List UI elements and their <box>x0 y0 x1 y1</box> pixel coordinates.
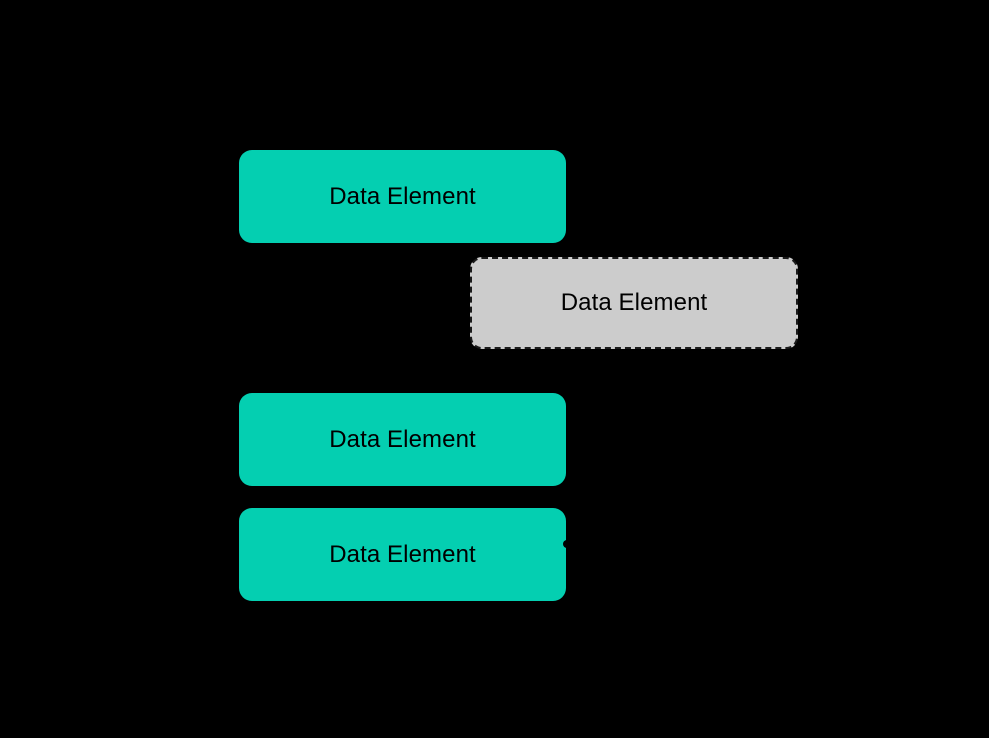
node-data-element-2-selected[interactable]: Data Element <box>470 257 798 349</box>
node-label: Data Element <box>329 540 476 568</box>
node-label: Data Element <box>329 182 476 210</box>
node-data-element-3[interactable]: Data Element <box>239 393 566 486</box>
node-label: Data Element <box>560 289 708 316</box>
node-data-element-4[interactable]: Data Element <box>239 508 566 601</box>
node-data-element-1[interactable]: Data Element <box>239 150 566 243</box>
node-4-right-connection-port[interactable] <box>563 540 571 548</box>
node-label: Data Element <box>329 425 476 453</box>
